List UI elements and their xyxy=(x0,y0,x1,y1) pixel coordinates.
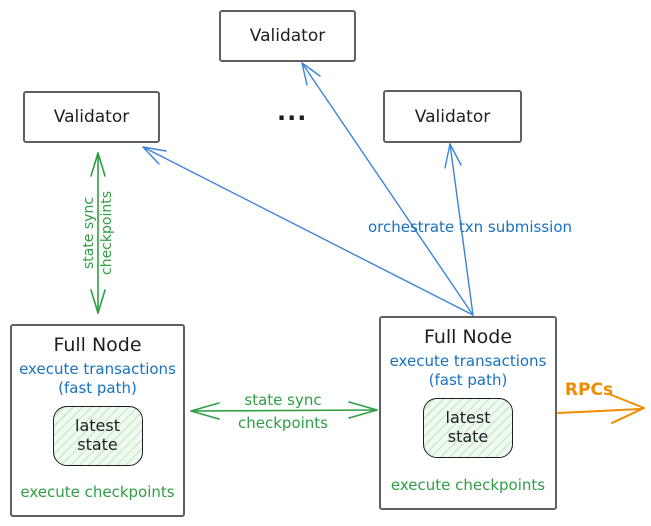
latest-state-line1: latest xyxy=(445,408,491,428)
rpcs-label: RPCs xyxy=(564,380,614,400)
validator-box-2: Validator xyxy=(219,10,356,62)
execute-transactions-label: execute transactions xyxy=(389,351,547,370)
fast-path-label: (fast path) xyxy=(428,371,508,390)
validator-label: Validator xyxy=(414,106,491,127)
fast-path-label: (fast path) xyxy=(58,379,137,398)
state-sync-horizontal-label-line1: state sync xyxy=(244,391,322,409)
latest-state-line2: state xyxy=(447,426,489,446)
state-sync-vertical-label-line2: checkpoints xyxy=(99,191,115,275)
orchestrate-txn-submission-label: orchestrate txn submission xyxy=(367,218,573,236)
latest-state-box: latest state xyxy=(423,397,513,458)
full-node-title: Full Node xyxy=(423,326,513,348)
state-sync-vertical-label: state sync checkpoints xyxy=(80,191,116,275)
state-sync-vertical-label-line1: state sync xyxy=(80,196,97,270)
execute-transactions-label: execute transactions xyxy=(19,359,176,378)
validator-box-1: Validator xyxy=(23,91,160,143)
full-node-box-2: Full Node execute transactions (fast pat… xyxy=(379,316,557,510)
validator-label: Validator xyxy=(249,26,326,46)
execute-checkpoints-label: execute checkpoints xyxy=(390,476,546,494)
state-sync-horizontal-label-line2: checkpoints xyxy=(238,414,328,432)
latest-state-box: latest state xyxy=(52,405,143,466)
validator-label: Validator xyxy=(53,107,130,127)
full-node-title: Full Node xyxy=(53,334,142,356)
validator-box-3: Validator xyxy=(383,90,522,143)
validators-ellipsis: ... xyxy=(277,98,308,126)
full-node-box-1: Full Node execute transactions (fast pat… xyxy=(10,324,185,517)
latest-state-line2: state xyxy=(77,434,118,454)
execute-checkpoints-label: execute checkpoints xyxy=(20,483,175,501)
latest-state-line1: latest xyxy=(75,416,120,436)
